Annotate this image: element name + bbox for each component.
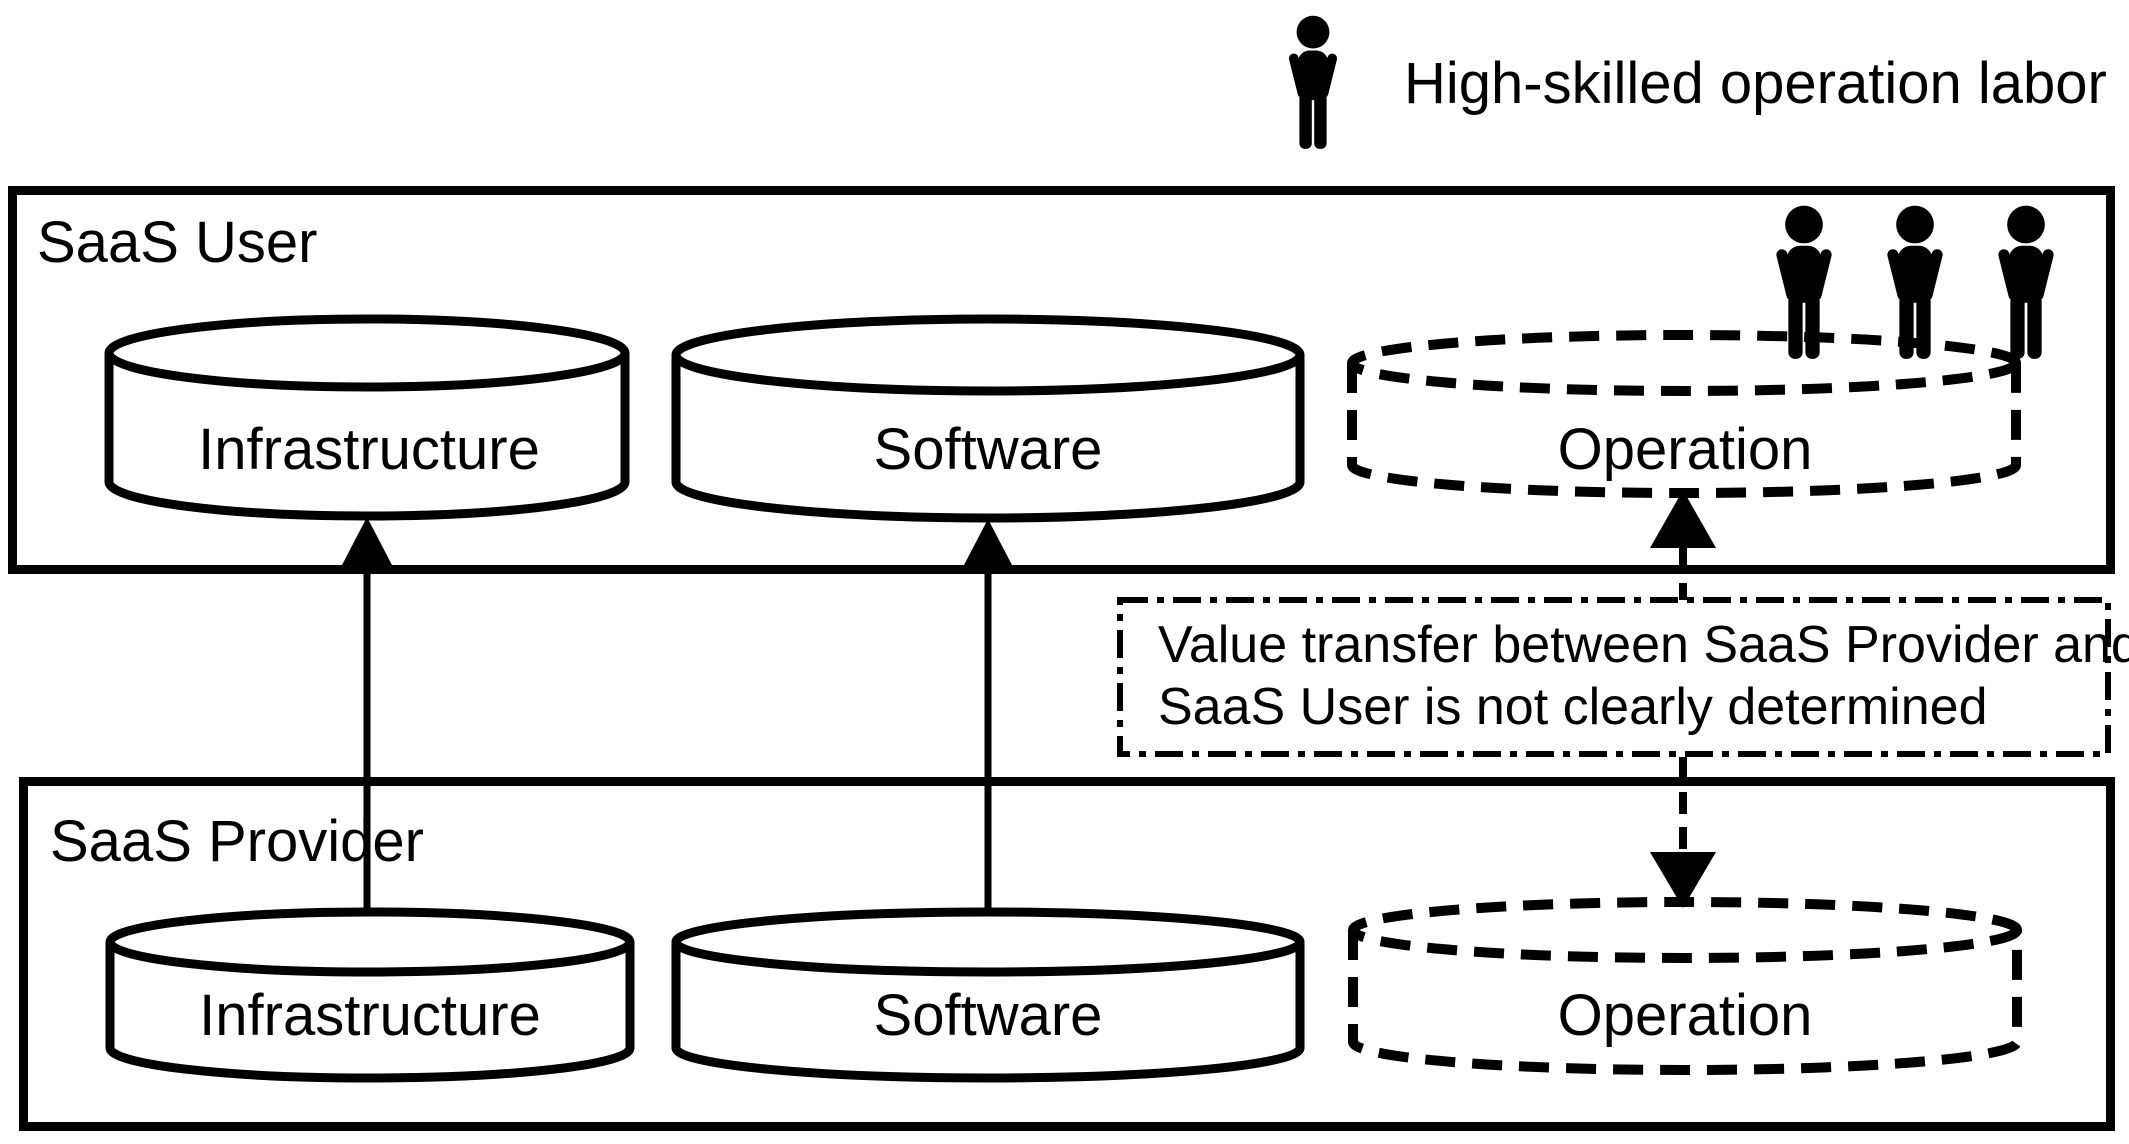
infrastructure-transfer-arrow xyxy=(342,517,392,908)
arrowhead-up-icon xyxy=(963,519,1013,567)
person-icon xyxy=(1997,205,2055,359)
provider-software-label: Software xyxy=(873,983,1103,1048)
operation-transfer-arrow-down xyxy=(1650,757,1716,908)
provider-software-cylinder xyxy=(671,907,1305,1083)
provider-operation-cylinder xyxy=(1348,897,2022,1075)
value-transfer-note-box xyxy=(1117,597,2111,757)
user-software-cylinder xyxy=(671,314,1305,523)
arrowhead-up-icon xyxy=(342,517,392,565)
provider-infrastructure-label: Infrastructure xyxy=(199,983,541,1048)
provider-operation-label: Operation xyxy=(1557,983,1813,1048)
note-text-line-2: SaaS User is not clearly determined xyxy=(1158,678,1988,736)
arrowhead-up-icon xyxy=(1650,490,1716,548)
operation-transfer-arrow-up xyxy=(1650,490,1716,600)
saas-user-box-outline xyxy=(8,186,2115,574)
person-icon xyxy=(1886,205,1944,359)
user-operation-cylinder xyxy=(1347,330,2021,498)
user-infrastructure-label: Infrastructure xyxy=(198,417,540,482)
note-text-line-1: Value transfer between SaaS Provider and xyxy=(1158,616,2129,674)
provider-infrastructure-cylinder xyxy=(105,907,635,1083)
arrowhead-down-icon xyxy=(1650,852,1716,908)
saas-user-box-title: SaaS User xyxy=(37,210,318,275)
user-infrastructure-cylinder xyxy=(104,314,630,521)
user-software-label: Software xyxy=(873,417,1103,482)
person-icon xyxy=(1287,15,1339,149)
saas-provider-box-title: SaaS Provider xyxy=(50,809,424,874)
operator-persons-group xyxy=(1775,205,2055,359)
software-transfer-arrow xyxy=(963,519,1013,908)
user-operation-label: Operation xyxy=(1557,417,1813,482)
legend-label: High-skilled operation labor xyxy=(1404,51,2107,116)
saas-provider-box-outline xyxy=(19,777,2115,1131)
